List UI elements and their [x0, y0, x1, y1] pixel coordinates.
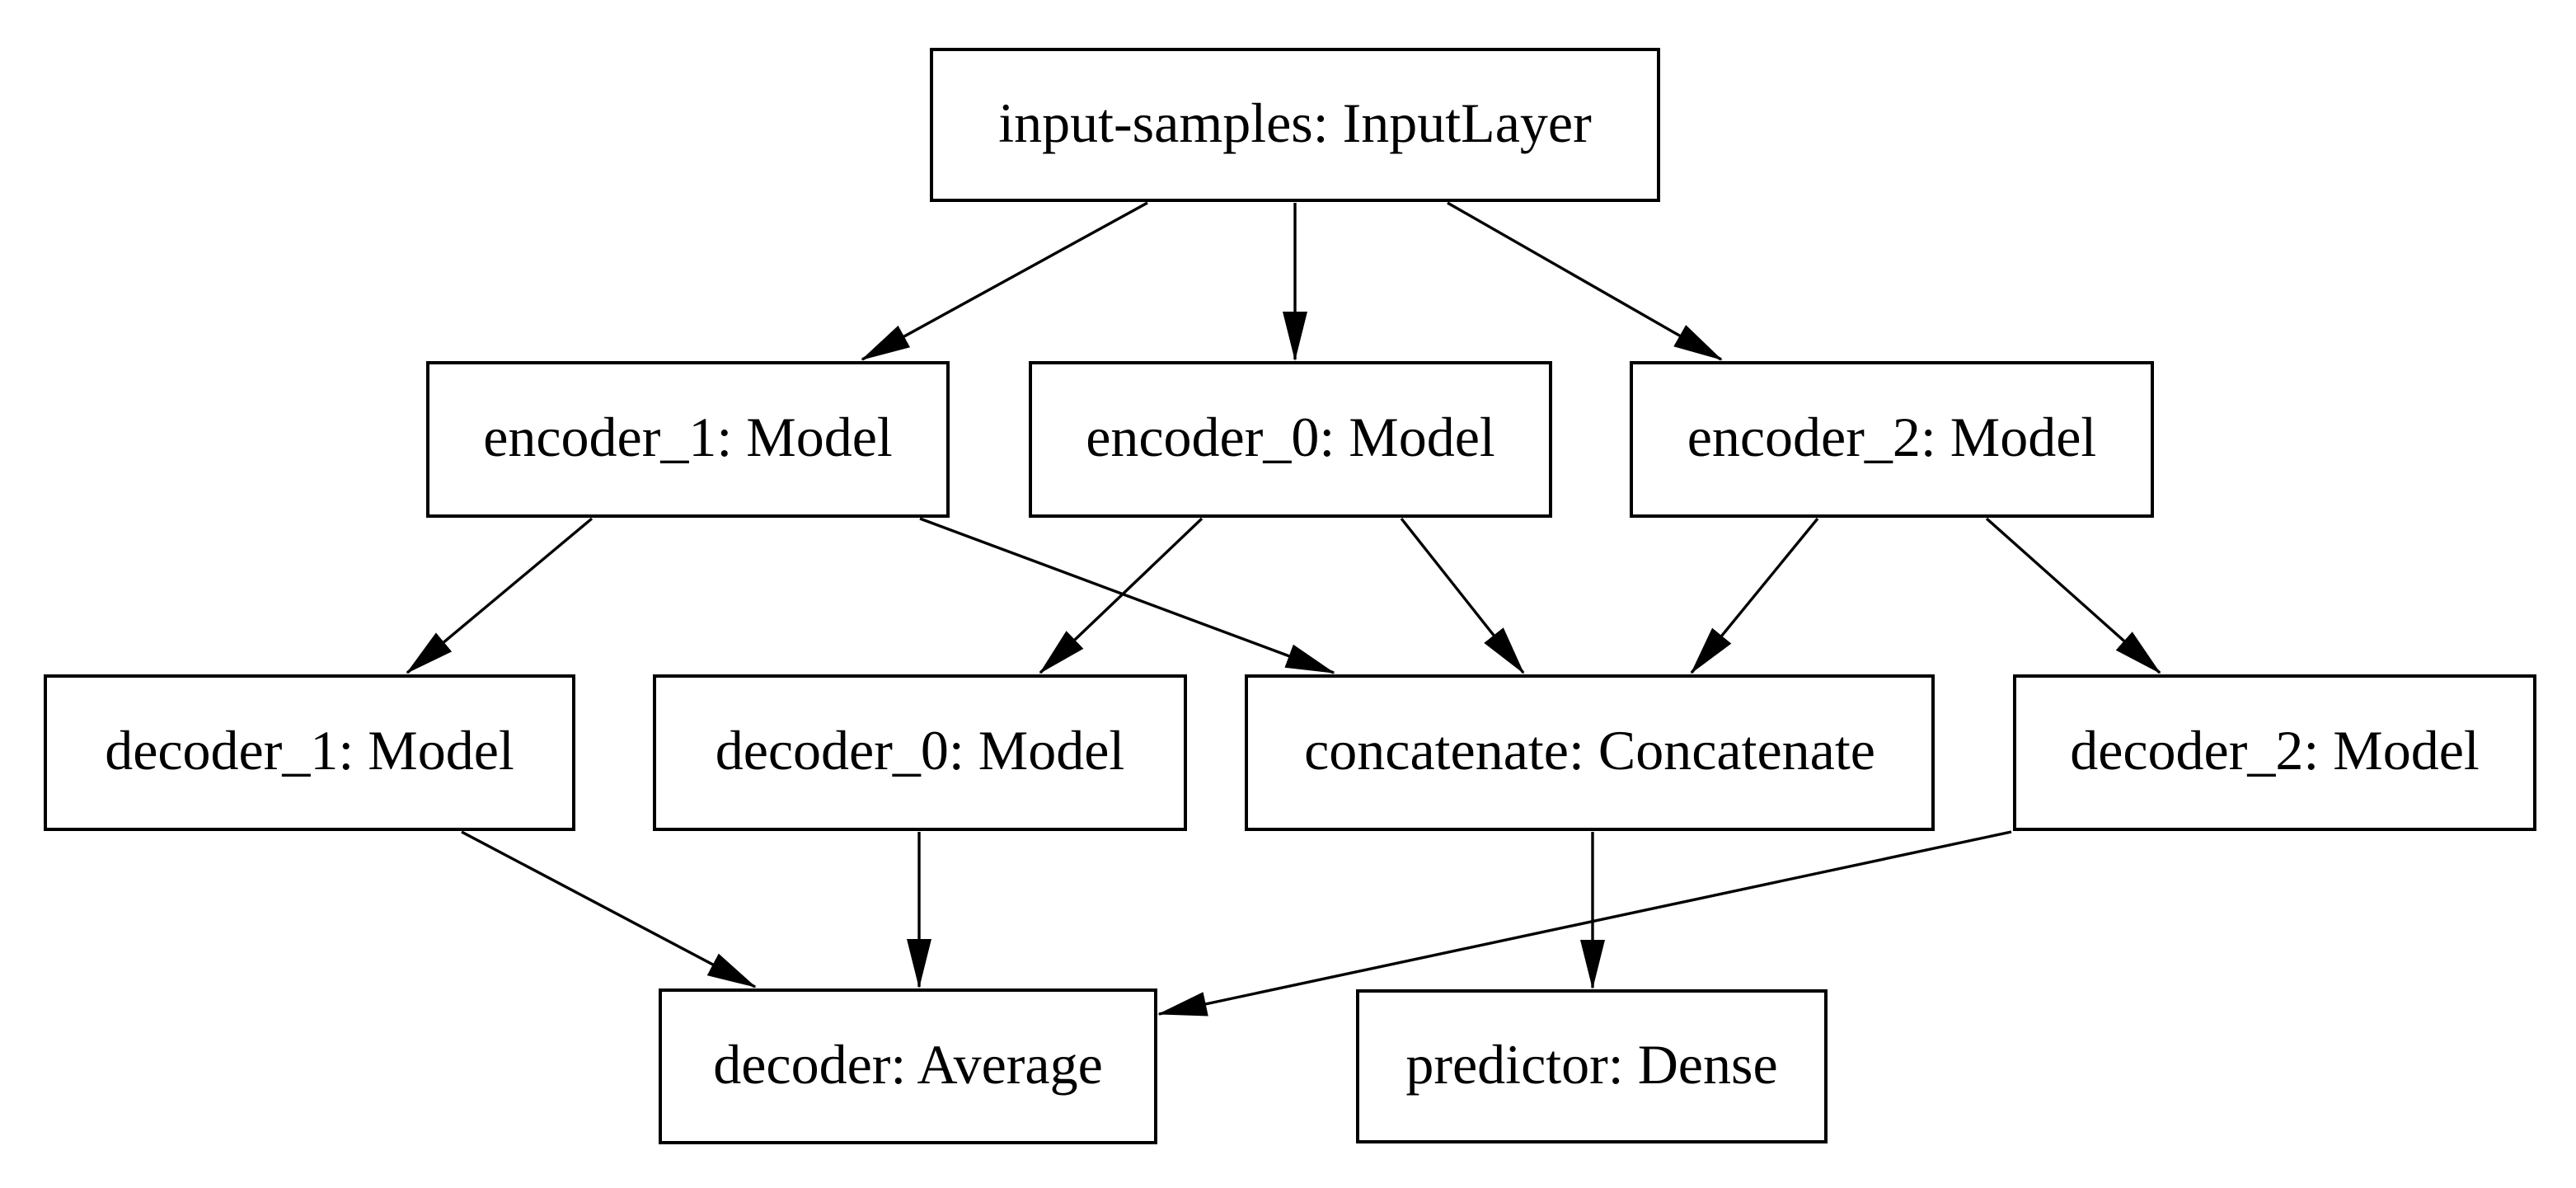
node-input-samples-label: input-samples: InputLayer: [998, 91, 1592, 154]
node-encoder-1: encoder_1: Model: [426, 361, 950, 518]
node-decoder-2-label: decoder_2: Model: [2070, 719, 2480, 782]
node-encoder-0-label: encoder_0: Model: [1086, 406, 1495, 468]
edge-encoder-0-to-concatenate: [1400, 517, 1525, 674]
edge-encoder-2-to-concatenate: [1690, 517, 1819, 674]
node-decoder-average-label: decoder: Average: [713, 1032, 1103, 1096]
node-decoder-1: decoder_1: Model: [44, 674, 575, 831]
edge-decoder-1-to-decoder: [461, 830, 757, 988]
edge-encoder-2-to-decoder-2: [1985, 517, 2161, 674]
node-decoder-1-label: decoder_1: Model: [105, 719, 514, 782]
node-predictor: predictor: Dense: [1356, 989, 1828, 1143]
node-predictor-label: predictor: Dense: [1405, 1032, 1778, 1096]
node-concatenate-label: concatenate: Concatenate: [1304, 719, 1875, 782]
node-decoder-0-label: decoder_0: Model: [715, 719, 1125, 782]
node-encoder-2-label: encoder_2: Model: [1687, 406, 2097, 468]
node-encoder-1-label: encoder_1: Model: [483, 406, 893, 468]
node-decoder-average: decoder: Average: [659, 988, 1157, 1144]
node-decoder-2: decoder_2: Model: [2013, 674, 2536, 831]
node-decoder-0: decoder_0: Model: [653, 674, 1187, 831]
node-concatenate: concatenate: Concatenate: [1245, 674, 1935, 831]
edge-encoder-1-to-concatenate: [919, 517, 1335, 674]
edge-encoder-1-to-decoder-1: [406, 517, 594, 674]
node-encoder-0: encoder_0: Model: [1029, 361, 1552, 518]
node-input-samples: input-samples: InputLayer: [930, 48, 1660, 202]
node-encoder-2: encoder_2: Model: [1630, 361, 2154, 518]
edge-decoder-2-to-decoder: [1157, 830, 2012, 1017]
edge-input-samples-to-encoder-2: [1447, 201, 1723, 361]
edge-encoder-0-to-decoder-0: [1039, 517, 1204, 674]
edge-input-samples-to-encoder-1: [861, 201, 1148, 361]
